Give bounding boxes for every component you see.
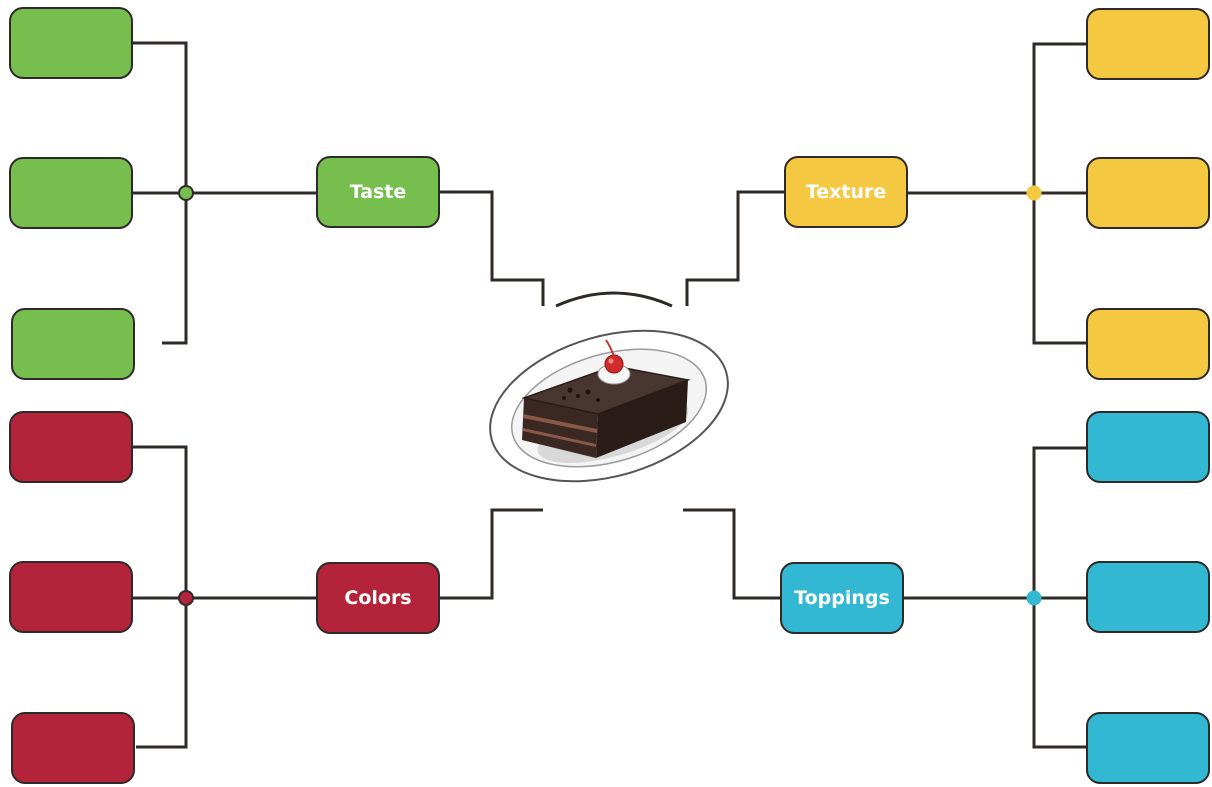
taste-leaf-node xyxy=(9,7,133,79)
taste-junction-dot xyxy=(179,186,193,200)
texture-category-node: Texture xyxy=(784,156,908,228)
toppings-leaf-node xyxy=(1086,411,1210,483)
texture-leaf-node xyxy=(1086,308,1210,380)
toppings-leaf-node xyxy=(1086,712,1210,784)
texture-leaf-node xyxy=(1086,8,1210,80)
colors-center-line xyxy=(440,510,543,598)
taste-leaf-node xyxy=(11,308,135,380)
taste-center-line xyxy=(440,192,543,306)
taste-leaf-node xyxy=(9,157,133,229)
texture-junction-dot xyxy=(1027,186,1041,200)
colors-category-label: Colors xyxy=(344,587,411,609)
toppings-center-line xyxy=(683,510,780,598)
toppings-junction-dot xyxy=(1027,591,1041,605)
toppings-category-node: Toppings xyxy=(780,562,904,634)
taste-category-label: Taste xyxy=(350,181,407,203)
texture-leaf-node xyxy=(1086,157,1210,229)
chocolate-cake-slice-icon xyxy=(478,318,740,488)
colors-leaf-node xyxy=(11,712,135,784)
taste-category-node: Taste xyxy=(316,156,440,228)
colors-leaf-node xyxy=(9,411,133,483)
center-arc xyxy=(556,293,672,306)
colors-junction-dot xyxy=(179,591,193,605)
texture-category-label: Texture xyxy=(806,181,886,203)
texture-center-line xyxy=(687,192,784,306)
toppings-leaf-node xyxy=(1086,561,1210,633)
colors-category-node: Colors xyxy=(316,562,440,634)
colors-leaf-node xyxy=(9,561,133,633)
toppings-category-label: Toppings xyxy=(794,587,890,609)
